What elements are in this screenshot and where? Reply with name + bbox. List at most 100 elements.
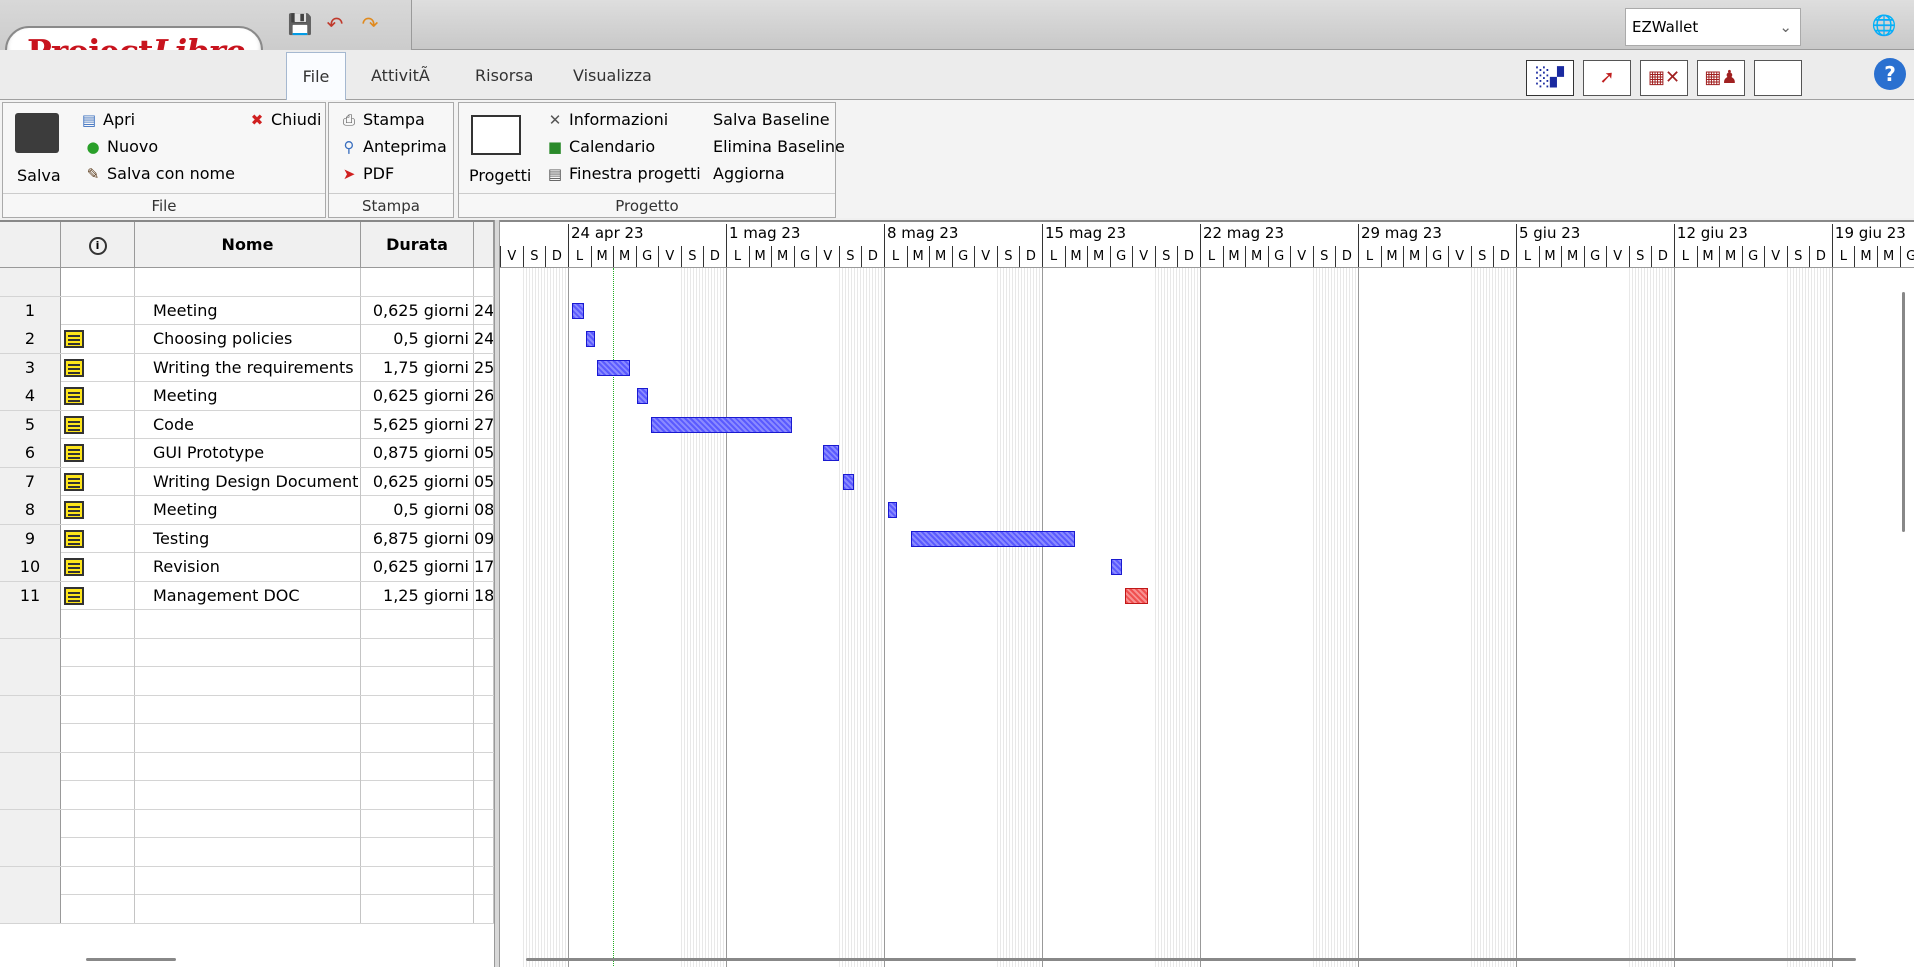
task-duration[interactable] (361, 638, 474, 667)
column-header-durata[interactable]: Durata (361, 222, 474, 268)
resource-usage-icon[interactable]: ▦♟ (1697, 60, 1745, 96)
task-name[interactable] (135, 838, 361, 866)
task-start[interactable] (474, 895, 494, 923)
task-duration[interactable] (361, 667, 474, 695)
task-start[interactable]: 26 (474, 382, 494, 410)
task-duration[interactable]: 0,625 giorni (361, 553, 474, 581)
task-name[interactable] (135, 752, 361, 781)
calendar-button[interactable]: ■Calendario (545, 136, 655, 158)
task-duration[interactable]: 0,875 giorni (361, 439, 474, 467)
task-duration[interactable] (361, 752, 474, 781)
task-name[interactable] (135, 667, 361, 695)
task-duration[interactable] (361, 695, 474, 724)
task-name[interactable]: Code (135, 410, 361, 439)
save-icon[interactable]: 💾 (287, 12, 313, 36)
resource-delete-icon[interactable]: ▦✕ (1640, 60, 1688, 96)
task-start[interactable]: 09 (474, 524, 494, 553)
task-duration[interactable] (361, 809, 474, 838)
task-duration[interactable]: 0,5 giorni (361, 325, 474, 353)
project-selector[interactable]: EZWallet⌄ (1625, 8, 1801, 46)
info-button[interactable]: ✕Informazioni (545, 109, 668, 131)
help-icon[interactable]: ? (1874, 58, 1906, 90)
task-start[interactable]: 05 (474, 439, 494, 467)
task-bar[interactable] (910, 530, 1075, 547)
empty-row[interactable] (0, 268, 494, 297)
save-as-button[interactable]: ✎Salva con nome (83, 163, 235, 185)
column-header-nome[interactable]: Nome (135, 222, 361, 268)
task-start[interactable]: 24 (474, 325, 494, 353)
task-duration[interactable]: 1,75 giorni (361, 353, 474, 382)
task-duration[interactable] (361, 724, 474, 752)
task-duration[interactable] (361, 838, 474, 866)
floppy-icon[interactable] (15, 113, 59, 153)
task-duration[interactable]: 6,875 giorni (361, 524, 474, 553)
task-name[interactable]: Revision (135, 553, 361, 581)
empty-row[interactable] (0, 781, 494, 810)
indicators-header[interactable]: i (61, 222, 135, 268)
empty-row[interactable] (0, 866, 494, 895)
task-duration[interactable] (361, 866, 474, 895)
empty-row[interactable] (0, 638, 494, 667)
save-button[interactable]: Salva (17, 166, 61, 185)
task-name[interactable] (135, 610, 361, 638)
empty-row[interactable] (0, 752, 494, 781)
task-start[interactable]: 05 (474, 467, 494, 496)
gantt-horizontal-scrollbar[interactable] (526, 958, 1856, 961)
task-name[interactable] (135, 781, 361, 809)
empty-row[interactable] (0, 610, 494, 639)
task-duration[interactable]: 0,625 giorni (361, 467, 474, 496)
task-start[interactable] (474, 866, 494, 895)
tab-visualizza[interactable]: Visualizza (573, 66, 652, 85)
task-bar[interactable] (1110, 559, 1123, 575)
task-name[interactable] (135, 809, 361, 838)
histogram-view-icon[interactable]: ░▞ (1526, 60, 1574, 96)
task-bar[interactable] (650, 416, 793, 433)
new-button[interactable]: ●Nuovo (83, 136, 158, 158)
redo-icon[interactable]: ↷ (361, 12, 379, 36)
task-bar[interactable] (586, 331, 596, 347)
task-duration[interactable]: 5,625 giorni (361, 410, 474, 439)
table-horizontal-scrollbar[interactable] (86, 958, 176, 961)
task-start[interactable]: 17 (474, 553, 494, 581)
projects-button[interactable]: Progetti (469, 166, 532, 185)
empty-row[interactable] (0, 695, 494, 724)
task-duration[interactable] (361, 895, 474, 923)
task-start[interactable] (474, 838, 494, 866)
task-name[interactable] (135, 638, 361, 667)
empty-row[interactable] (0, 895, 494, 924)
task-name[interactable]: Writing the requirements (135, 353, 361, 382)
preview-button[interactable]: ⚲Anteprima (339, 136, 447, 158)
task-start[interactable] (474, 610, 494, 638)
task-bar[interactable] (887, 502, 898, 518)
blank-view-button[interactable] (1754, 60, 1802, 96)
task-name[interactable]: Choosing policies (135, 325, 361, 353)
save-baseline-button[interactable]: Salva Baseline (713, 110, 830, 129)
task-name[interactable]: Meeting (135, 296, 361, 325)
task-name[interactable]: Management DOC (135, 581, 361, 610)
task-name[interactable]: Meeting (135, 382, 361, 410)
task-start[interactable] (474, 667, 494, 695)
pdf-button[interactable]: ➤PDF (339, 163, 394, 185)
task-start[interactable]: 08 (474, 496, 494, 524)
task-bar[interactable] (823, 445, 840, 461)
task-start[interactable] (474, 638, 494, 667)
task-name[interactable] (135, 724, 361, 752)
task-name[interactable]: GUI Prototype (135, 439, 361, 467)
gantt-vertical-scrollbar[interactable] (1902, 292, 1905, 532)
delete-baseline-button[interactable]: Elimina Baseline (713, 137, 845, 156)
tab-attivita[interactable]: AttivitÃ (371, 66, 430, 85)
task-name[interactable] (135, 895, 361, 923)
print-button[interactable]: ⎙Stampa (339, 109, 425, 131)
column-header-start[interactable] (474, 222, 494, 268)
undo-icon[interactable]: ↶ (326, 12, 344, 36)
task-name[interactable]: Meeting (135, 496, 361, 524)
